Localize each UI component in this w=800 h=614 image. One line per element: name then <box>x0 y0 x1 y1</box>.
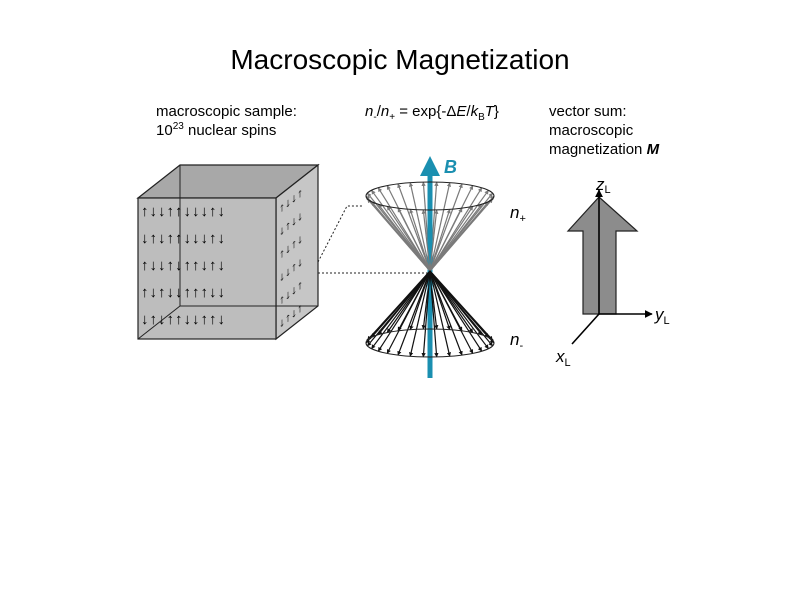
sample-power-base: 10 <box>156 122 173 139</box>
eq-plus-sub: + <box>389 112 396 123</box>
spin-vector <box>408 270 431 357</box>
cube-front-face <box>137 197 277 340</box>
n-minus-label: n- <box>510 330 523 352</box>
zoom-line-upper <box>317 205 362 263</box>
sample-line-2: 1023 nuclear spins <box>156 121 297 140</box>
spin-vector <box>429 183 463 272</box>
z-axis-label: zL <box>595 175 611 196</box>
magnetization-arrow <box>566 196 639 315</box>
spin-vector <box>397 207 431 272</box>
spin-vector <box>386 270 431 354</box>
spin-vector <box>429 270 494 347</box>
vector-sum-line-1: vector sum: <box>549 103 627 120</box>
spin-row: ↓↑↓↑↑↓↓↑↑↓ <box>141 311 226 328</box>
spin-vector <box>429 206 474 272</box>
page-title: Macroscopic Magnetization <box>230 44 570 75</box>
spin-vector <box>429 270 463 356</box>
spin-vector <box>421 209 431 272</box>
x-axis <box>571 313 600 345</box>
spin-vector <box>429 208 451 272</box>
n-plus-label: n+ <box>510 203 526 225</box>
eq-exp: = exp{- <box>395 103 447 120</box>
spin-vector <box>429 270 452 357</box>
eq-minus-sub: - <box>373 112 377 123</box>
spin-vector <box>371 270 431 350</box>
vector-sum-m-symbol: M <box>646 141 660 158</box>
spin-vector <box>377 270 431 352</box>
x-axis-label: xL <box>555 347 571 369</box>
eq-slash: / <box>376 103 381 120</box>
vector-sum-line-2: macroscopic <box>549 122 634 139</box>
spin-vector <box>429 182 452 272</box>
spin-row: ↓↑↓↑↑↓↓↓↑↓ <box>141 230 226 247</box>
boltzmann-equation: n-/n+ = exp{-ΔE/kBT} <box>365 102 499 123</box>
vector-sum-magnetization: magnetization <box>549 141 647 158</box>
sample-spin-text: nuclear spins <box>183 122 277 139</box>
spin-vector <box>408 182 431 272</box>
spin-vector <box>421 270 431 358</box>
eq-delta: Δ <box>446 103 457 120</box>
eq-energy: E <box>456 103 467 120</box>
lab-frame: zL yL xL <box>555 175 670 369</box>
eq-n-plus: n <box>380 103 390 120</box>
eq-boltzmann-sub: B <box>478 112 485 123</box>
cube-front-spins: ↑↓↓↑↑↓↓↓↑↓ ↓↑↓↑↑↓↓↓↑↓ ↑↓↓↑↓↑↑↓↑↓ ↑↓↑↓↓↑↑↑↓↓… <box>141 203 226 328</box>
field-label: B <box>444 157 457 177</box>
spin-vector <box>429 201 489 272</box>
spin-row: ↑↓↓↑↑↓↓↓↑↓ <box>141 203 226 220</box>
eq-k: k <box>470 103 479 120</box>
vector-sum-description: vector sum: macroscopic magnetization M <box>549 102 659 159</box>
field-arrow-head <box>420 156 440 176</box>
eq-close-brace: } <box>493 103 499 120</box>
upper-cone-rim <box>365 181 495 211</box>
spin-vector <box>365 195 431 272</box>
spin-vector <box>429 270 483 352</box>
spin-row: ↑↓↑↓↓↑↑↑↓↓ <box>141 284 226 301</box>
spin-vector <box>409 208 431 272</box>
eq-temperature: T <box>484 103 494 120</box>
lower-cone-rim <box>365 328 495 358</box>
spin-vector <box>429 270 474 354</box>
precession-cones <box>365 156 495 378</box>
spin-vector <box>429 203 483 272</box>
eq-n-minus: n <box>365 103 374 120</box>
spin-vector <box>429 207 463 272</box>
spin-vector <box>397 183 431 272</box>
sample-cube: ↑↓↓↑↑↓↓↓↑↓ ↓↑↓↑↑↓↓↓↑↓ ↑↓↓↑↓↑↑↓↑↓ ↑↓↑↓↓↑↑↑↓↓… <box>136 163 320 341</box>
sample-power-exponent: 23 <box>172 121 184 132</box>
sample-description: macroscopic sample: 1023 nuclear spins <box>156 102 297 140</box>
spin-vector <box>429 270 439 358</box>
spin-vector <box>365 270 431 344</box>
spin-vector <box>429 270 489 350</box>
spin-vector <box>429 209 439 272</box>
spin-vector <box>386 206 431 272</box>
spin-row: ↑↓↓↑↓↑↑↓↑↓ <box>141 257 226 274</box>
sample-line-1: macroscopic sample: <box>156 103 297 120</box>
spin-vector <box>397 270 431 356</box>
eq-slash-2: / <box>466 103 471 120</box>
y-axis-label: yL <box>654 305 670 327</box>
vector-sum-line-3: magnetization M <box>549 140 659 159</box>
